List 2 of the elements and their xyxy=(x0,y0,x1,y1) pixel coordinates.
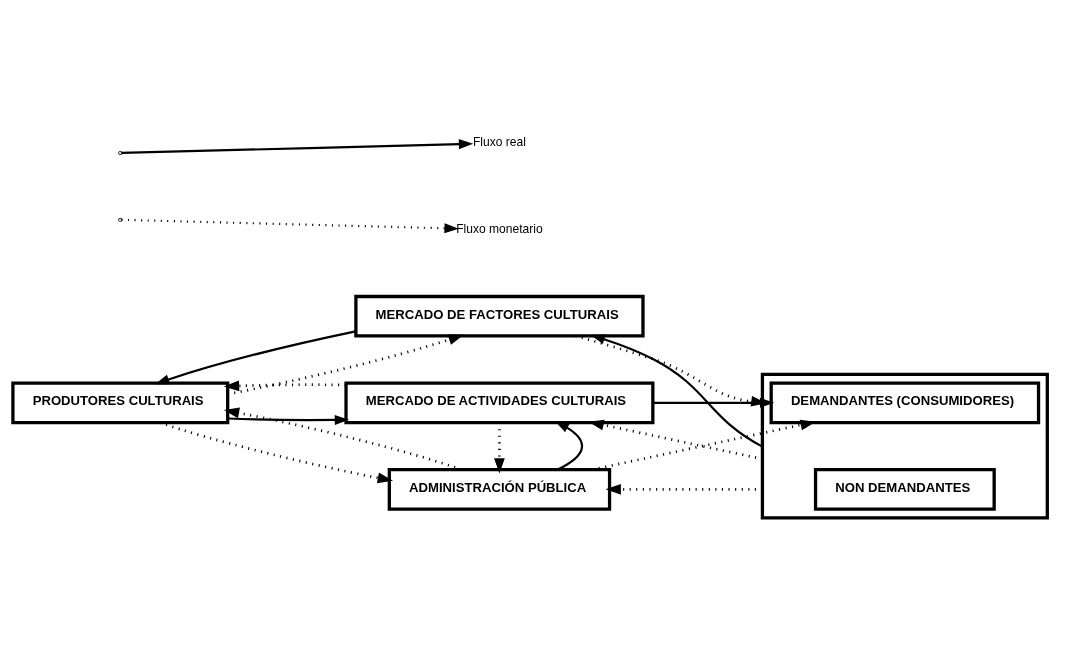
legend-label: Fluxo real xyxy=(472,134,526,149)
legend-label: Fluxo monetario xyxy=(456,221,543,236)
